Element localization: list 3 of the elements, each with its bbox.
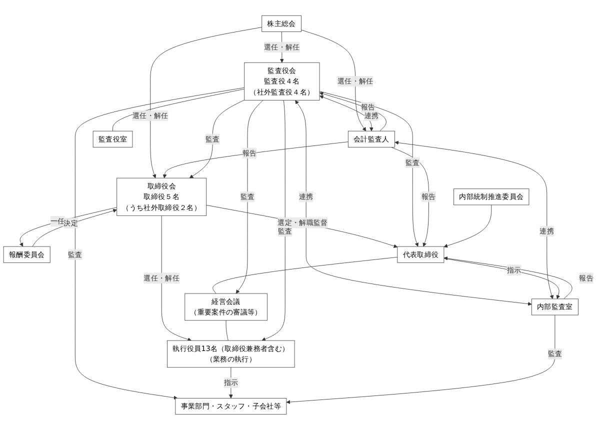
connector xyxy=(226,320,228,341)
connector xyxy=(112,88,245,132)
connector xyxy=(212,256,398,294)
